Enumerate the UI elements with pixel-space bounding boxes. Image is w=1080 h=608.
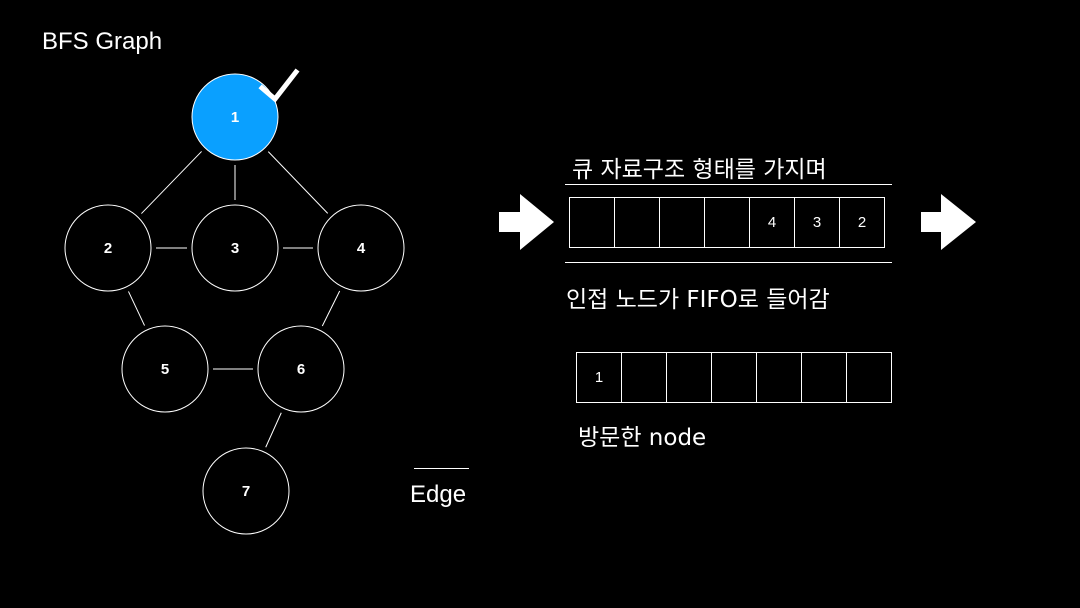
graph-node-label-3: 3 xyxy=(231,240,239,257)
graph-edge-6-7 xyxy=(265,412,282,448)
graph-node-1 xyxy=(191,73,279,161)
visited-cell xyxy=(801,352,847,403)
graph-node-5 xyxy=(121,325,209,413)
visited-cell xyxy=(666,352,712,403)
graph-node-label-1: 1 xyxy=(231,109,239,126)
visited-cell xyxy=(621,352,667,403)
checkmark-icon xyxy=(258,68,300,103)
visited-caption: 방문한 node xyxy=(578,425,707,451)
graph-node-label-6: 6 xyxy=(297,361,305,378)
queue-cell xyxy=(659,197,705,248)
visited-cell xyxy=(846,352,892,403)
edge-legend-label: Edge xyxy=(410,481,467,508)
queue-caption-top: 큐 자료구조 형태를 가지며 xyxy=(572,157,827,183)
graph-node-7 xyxy=(202,447,290,535)
queue-cell: 2 xyxy=(839,197,885,248)
visited-cell xyxy=(756,352,802,403)
queue-cell xyxy=(704,197,750,248)
graph-edge-1-4 xyxy=(267,151,329,214)
queue-out-arrow-icon xyxy=(921,194,976,250)
graph-edge-2-5 xyxy=(128,291,145,326)
graph-node-label-5: 5 xyxy=(161,361,169,378)
queue-divider-bottom xyxy=(565,262,892,263)
visited-row: 1 xyxy=(576,352,892,403)
queue-cell xyxy=(614,197,660,248)
queue-cell: 4 xyxy=(749,197,795,248)
queue-caption-bottom: 인접 노드가 FIFO로 들어감 xyxy=(566,287,830,313)
graph-edge-4-6 xyxy=(321,290,341,327)
graph-node-label-7: 7 xyxy=(242,483,250,500)
queue-row: 4 3 2 xyxy=(569,197,885,248)
edge-legend-line xyxy=(414,468,469,469)
graph-edge-1-2 xyxy=(141,151,202,214)
graph-node-4 xyxy=(317,204,405,292)
queue-in-arrow-icon xyxy=(499,194,554,250)
graph-node-2 xyxy=(64,204,152,292)
page-title: BFS Graph xyxy=(42,28,163,55)
visited-cell xyxy=(711,352,757,403)
queue-divider-top xyxy=(565,184,892,185)
graph-node-label-4: 4 xyxy=(357,240,366,257)
visited-cell: 1 xyxy=(576,352,622,403)
queue-cell: 3 xyxy=(794,197,840,248)
graph-node-6 xyxy=(257,325,345,413)
graph-node-3 xyxy=(191,204,279,292)
queue-cell xyxy=(569,197,615,248)
graph-node-label-2: 2 xyxy=(104,240,112,257)
